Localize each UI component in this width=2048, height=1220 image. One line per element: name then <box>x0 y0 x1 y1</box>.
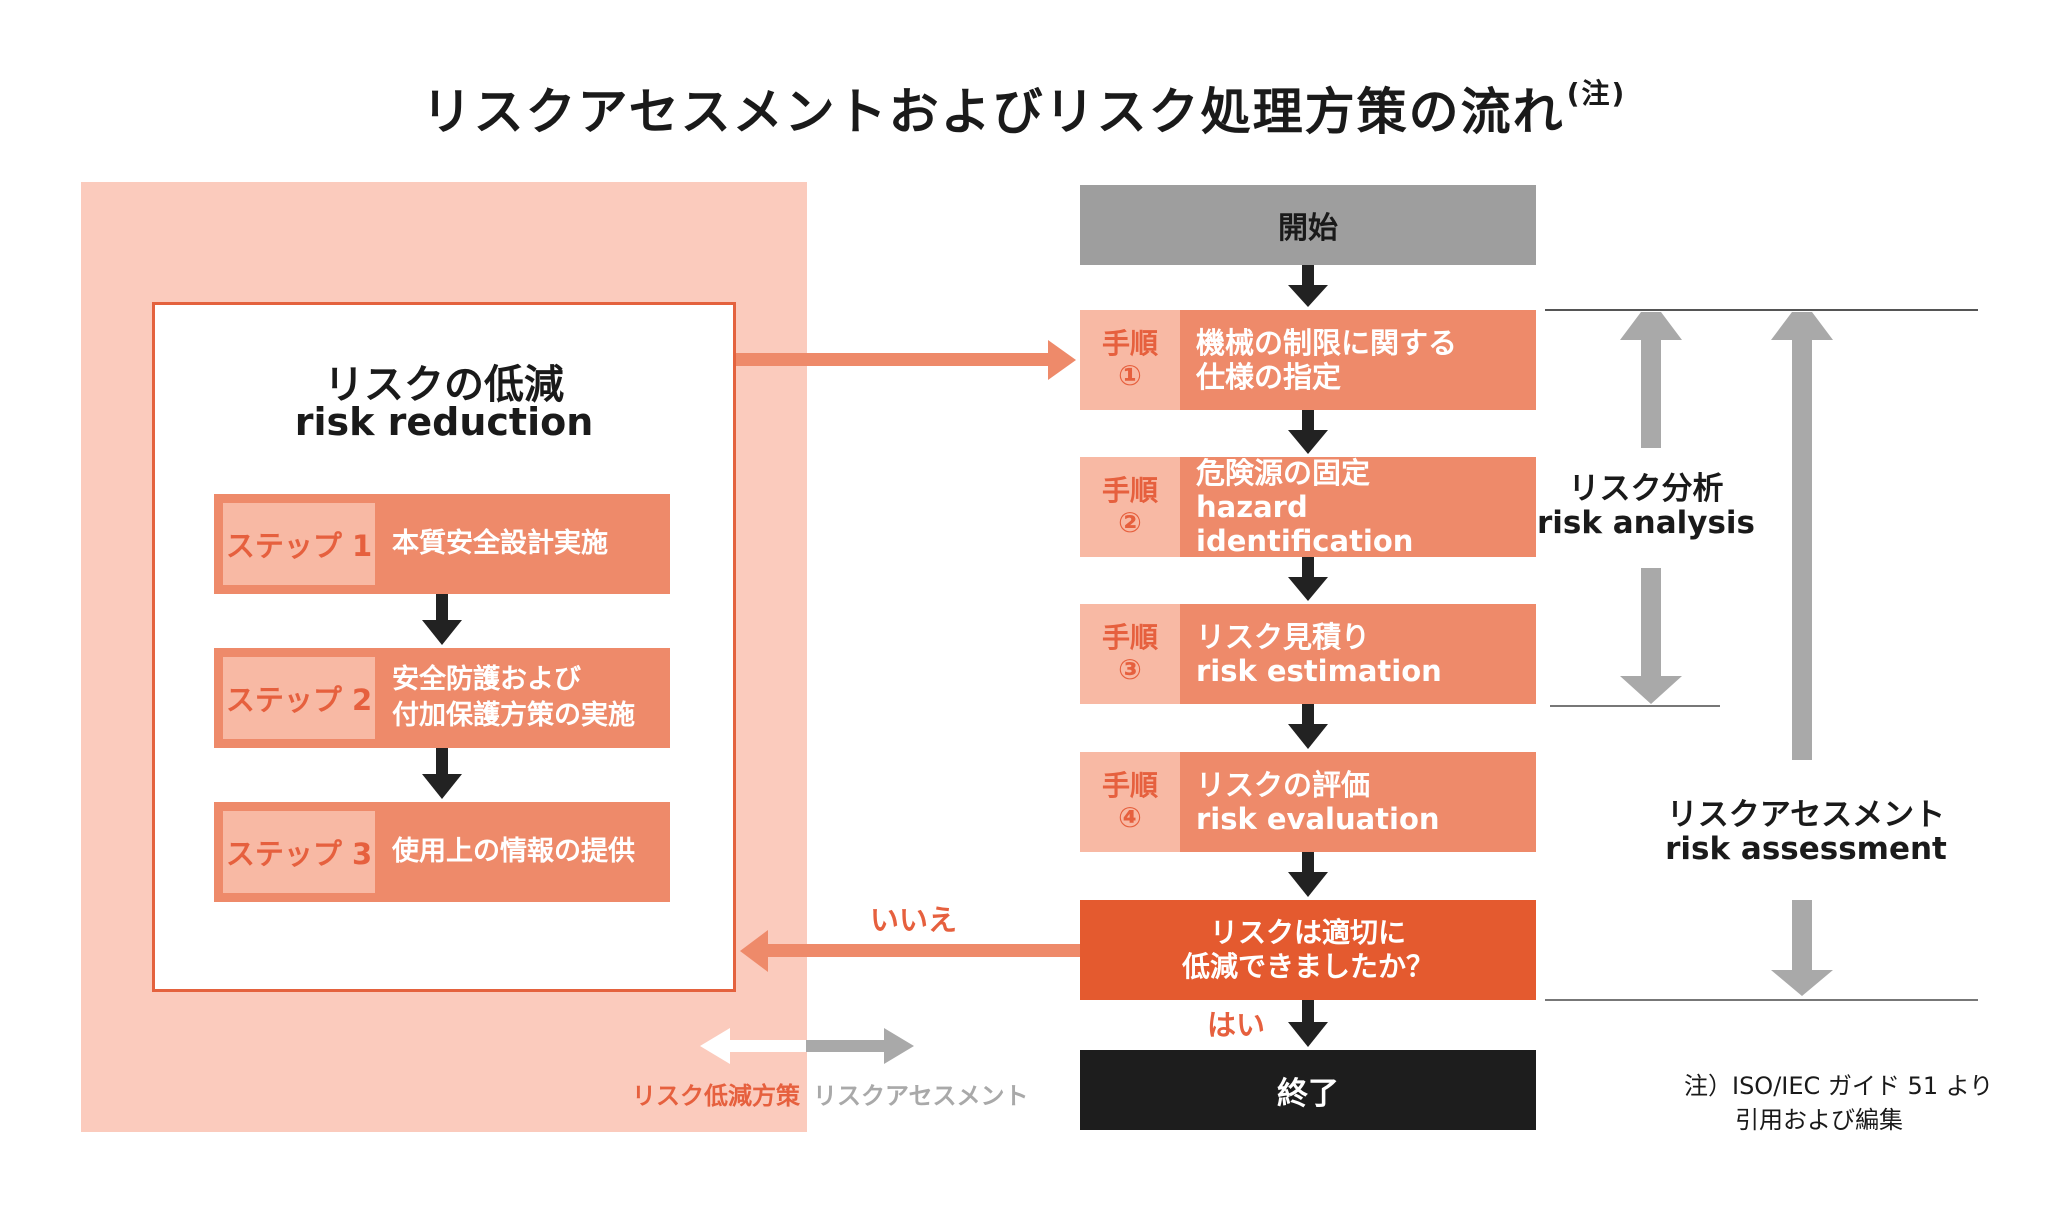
procedure-3-tag-label: 手順 <box>1101 621 1158 654</box>
step-1-text: 本質安全設計実施 <box>392 494 664 594</box>
step-1-line-1: 本質安全設計実施 <box>392 528 608 559</box>
step-2-box: ステップ 2 安全防護および 付加保護方策の実施 <box>214 648 670 748</box>
flow-arrow-1-to-2 <box>1288 410 1328 454</box>
risk-analysis-up-arrow <box>1620 312 1682 448</box>
note-line-2: 引用および編集 <box>1735 1106 1903 1134</box>
step-2-text: 安全防護および 付加保護方策の実施 <box>392 648 664 748</box>
note-mark: (注) <box>1566 77 1627 110</box>
diagram-title: リスクアセスメントおよびリスク処理方策の流れ(注) <box>0 72 2048 144</box>
procedure-2-line-2: hazard identification <box>1196 490 1414 558</box>
procedure-1-text: 機械の制限に関する 仕様の指定 <box>1196 310 1530 410</box>
procedure-2-tag: 手順 ② <box>1080 457 1180 557</box>
procedure-1-tag-label: 手順 <box>1101 327 1158 360</box>
procedure-1-box: 手順 ① 機械の制限に関する 仕様の指定 <box>1080 310 1536 410</box>
step-3-line-1: 使用上の情報の提供 <box>392 836 635 867</box>
risk-analysis-label-en: risk analysis <box>1536 505 1756 541</box>
procedure-4-line-2: risk evaluation <box>1196 802 1440 836</box>
legend-reduction-label: リスク低減方策 <box>632 1082 800 1110</box>
risk-reduction-title-en: risk reduction <box>294 400 594 444</box>
risk-reduction-title-jp: リスクの低減 <box>324 362 564 408</box>
risk-assessment-label-jp: リスクアセスメント <box>1666 797 1946 833</box>
step-3-box: ステップ 3 使用上の情報の提供 <box>214 802 670 902</box>
procedure-3-box: 手順 ③ リスク見積り risk estimation <box>1080 604 1536 704</box>
risk-assessment-down-arrow <box>1771 900 1833 996</box>
procedure-1-tag-number: ① <box>1118 359 1142 392</box>
procedure-4-tag-label: 手順 <box>1101 769 1158 802</box>
risk-analysis-label-jp: リスク分析 <box>1568 471 1724 507</box>
step-1-tag: ステップ 1 <box>223 503 375 585</box>
decision-line-1: リスクは適切に <box>1209 916 1406 949</box>
step-2-tag: ステップ 2 <box>223 657 375 739</box>
step-arrow-2-to-3 <box>422 748 462 799</box>
procedure-2-tag-number: ② <box>1118 506 1142 539</box>
risk-assessment-up-arrow <box>1771 312 1833 760</box>
procedure-1-line-1: 機械の制限に関する <box>1196 326 1458 360</box>
procedure-1-line-2: 仕様の指定 <box>1196 360 1342 394</box>
legend-assessment-arrow-icon <box>806 1028 914 1064</box>
start-box: 開始 <box>1080 185 1536 265</box>
risk-analysis-down-arrow <box>1620 568 1682 704</box>
step-3-text: 使用上の情報の提供 <box>392 802 664 902</box>
end-box: 終了 <box>1080 1050 1536 1130</box>
procedure-2-text: 危険源の固定 hazard identification <box>1196 456 1530 558</box>
legend-assessment-label: リスクアセスメント <box>813 1082 1029 1110</box>
procedure-4-tag: 手順 ④ <box>1080 752 1180 852</box>
no-label: いいえ <box>870 903 958 937</box>
arrow-reduction-to-procedure-1 <box>736 340 1076 380</box>
procedure-4-tag-number: ④ <box>1118 801 1142 834</box>
procedure-2-box: 手順 ② 危険源の固定 hazard identification <box>1080 456 1536 558</box>
decision-line-2: 低減できましたか？ <box>1181 950 1434 983</box>
procedure-3-tag-number: ③ <box>1118 653 1142 686</box>
step-arrow-1-to-2 <box>422 594 462 645</box>
risk-assessment-label: リスクアセスメント risk assessment <box>1636 798 1976 866</box>
risk-analysis-label: リスク分析 risk analysis <box>1536 472 1756 540</box>
procedure-4-line-1: リスクの評価 <box>1196 768 1371 802</box>
procedure-2-line-1: 危険源の固定 <box>1196 456 1371 490</box>
step-1-box: ステップ 1 本質安全設計実施 <box>214 494 670 594</box>
step-2-line-2: 付加保護方策の実施 <box>392 700 635 731</box>
flow-arrow-decision-to-end <box>1288 1000 1328 1047</box>
legend-reduction-arrow-icon <box>700 1028 806 1064</box>
note-line-1: 注）ISO/IEC ガイド 51 より <box>1684 1072 1994 1100</box>
procedure-3-text: リスク見積り risk estimation <box>1196 604 1530 704</box>
flow-arrow-3-to-4 <box>1288 704 1328 749</box>
step-2-line-1: 安全防護および <box>392 664 581 695</box>
risk-assessment-label-en: risk assessment <box>1665 831 1947 867</box>
flow-arrow-2-to-3 <box>1288 557 1328 601</box>
procedure-3-line-1: リスク見積り <box>1196 620 1371 654</box>
diagram-title-text: リスクアセスメントおよびリスク処理方策の流れ <box>421 83 1565 141</box>
procedure-1-tag: 手順 ① <box>1080 310 1180 410</box>
arrow-decision-no-to-reduction <box>740 930 1080 972</box>
flow-arrow-4-to-decision <box>1288 852 1328 897</box>
procedure-4-text: リスクの評価 risk evaluation <box>1196 752 1530 852</box>
procedure-3-tag: 手順 ③ <box>1080 604 1180 704</box>
procedure-2-tag-label: 手順 <box>1101 474 1158 507</box>
procedure-4-box: 手順 ④ リスクの評価 risk evaluation <box>1080 752 1536 852</box>
yes-label: はい <box>1207 1008 1266 1042</box>
procedure-3-line-2: risk estimation <box>1196 654 1442 688</box>
decision-box: リスクは適切に 低減できましたか？ <box>1080 900 1536 1000</box>
step-3-tag: ステップ 3 <box>223 811 375 893</box>
flow-arrow-start-to-1 <box>1288 265 1328 307</box>
